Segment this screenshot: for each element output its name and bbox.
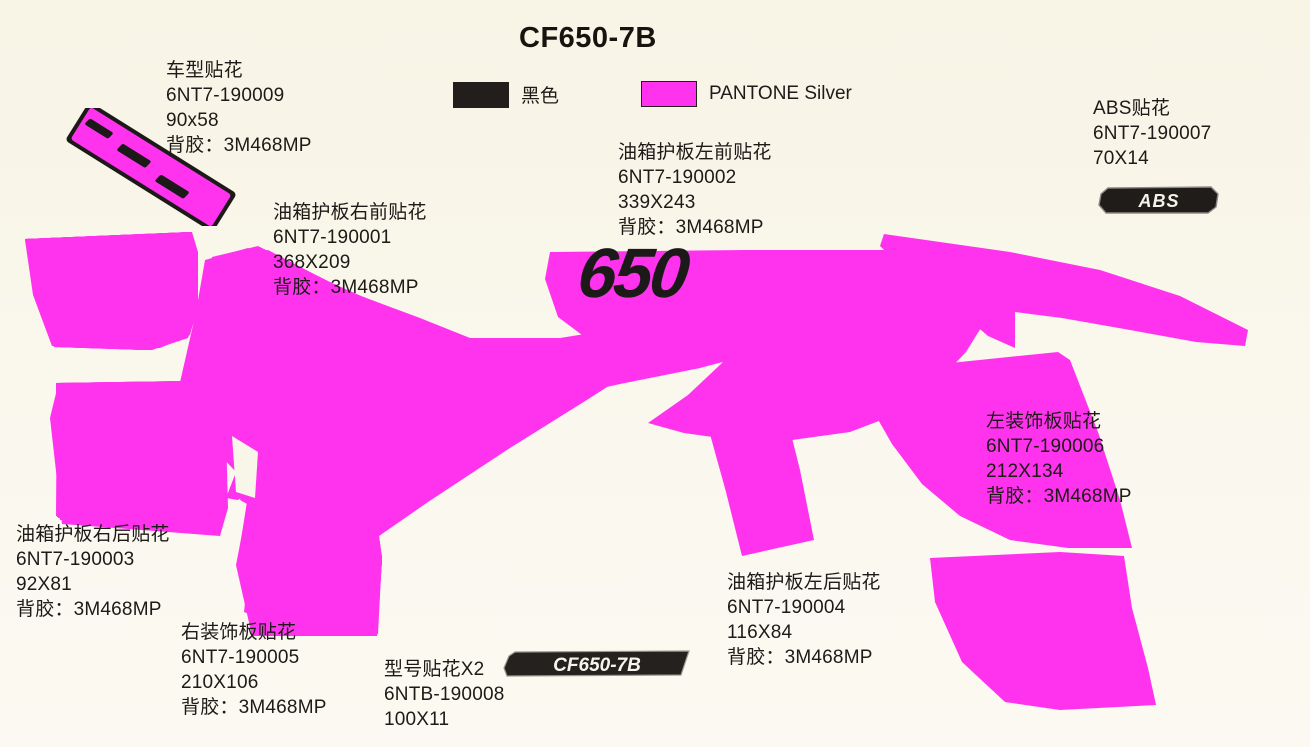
part-number: 6NT7-190001 <box>273 227 392 248</box>
shape-bottom-right-quad <box>930 552 1156 710</box>
logo-650-large: 650 <box>574 233 694 312</box>
legend-item-pantone-silver: PANTONE Silver <box>641 81 852 107</box>
part-number: 6NT7-190002 <box>618 167 737 188</box>
part-number: 6NT7-190007 <box>1093 123 1212 144</box>
part-size: 339X243 <box>618 192 696 213</box>
part-number: 6NTB-190008 <box>384 684 505 705</box>
part-name: 左装饰板贴花 <box>986 411 1102 432</box>
shape-mid-right-rect <box>708 414 814 556</box>
part-adhesive: 背胶：3M468MP <box>166 135 312 156</box>
model-badge-text: CF650-7B <box>553 655 641 676</box>
part-adhesive: 背胶：3M468MP <box>618 217 764 238</box>
part-number: 6NT7-190003 <box>16 549 135 570</box>
part-size: 90x58 <box>166 110 219 131</box>
part-name: 油箱护板右前贴花 <box>273 202 427 223</box>
part-name: 型号贴花X2 <box>384 659 485 680</box>
part-name: 车型贴花 <box>166 60 243 81</box>
decal-background-notches <box>232 436 258 498</box>
part-size: 212X134 <box>986 461 1064 482</box>
label-left-trim-panel: 左装饰板贴花 6NT7-190006 212X134 背胶：3M468MP <box>986 409 1132 509</box>
legend-label-black: 黑色 <box>521 86 560 107</box>
part-name: ABS贴花 <box>1093 98 1171 119</box>
label-tank-guard-right-rear: 油箱护板右后贴花 6NT7-190003 92X81 背胶：3M468MP <box>16 522 170 622</box>
page-title: CF650-7B <box>519 22 657 54</box>
part-size: 100X11 <box>384 709 450 730</box>
part-size: 92X81 <box>16 574 72 595</box>
part-adhesive: 背胶：3M468MP <box>986 486 1132 507</box>
shape-left-mid-parallelogram <box>56 382 223 528</box>
model-badge-plate <box>503 650 690 677</box>
part-size: 116X84 <box>727 622 793 643</box>
decal-650-small-badge <box>66 108 236 226</box>
pantone-silver-swatch <box>641 81 697 107</box>
part-number: 6NT7-190009 <box>166 85 285 106</box>
label-model-decal-x2: 型号贴花X2 6NTB-190008 100X11 <box>384 657 505 732</box>
notch-left-split <box>232 436 258 498</box>
part-name: 油箱护板左前贴花 <box>618 142 772 163</box>
label-tank-guard-left-rear: 油箱护板左后贴花 6NT7-190004 116X84 背胶：3M468MP <box>727 570 881 670</box>
part-adhesive: 背胶：3M468MP <box>727 647 873 668</box>
part-adhesive: 背胶：3M468MP <box>273 277 419 298</box>
model-badge: CF650-7B <box>503 650 690 677</box>
abs-badge-plate <box>1098 186 1219 214</box>
shape-right-center-panel <box>860 352 1132 548</box>
part-adhesive: 背胶：3M468MP <box>181 697 327 718</box>
black-swatch <box>453 81 509 108</box>
decal-visible-shapes <box>25 232 1248 710</box>
part-name: 油箱护板右后贴花 <box>16 524 170 545</box>
abs-badge: ABS <box>1098 186 1219 214</box>
shape-upper-right-wing <box>880 234 1248 348</box>
part-number: 6NT7-190006 <box>986 436 1105 457</box>
part-name: 右装饰板贴花 <box>181 622 297 643</box>
shape-upper-left-quad <box>25 232 198 350</box>
label-tank-guard-left-front: 油箱护板左前贴花 6NT7-190002 339X243 背胶：3M468MP <box>618 140 772 240</box>
label-vehicle-model-decal: 车型贴花 6NT7-190009 90x58 背胶：3M468MP <box>166 58 312 158</box>
label-abs-decal: ABS贴花 6NT7-190007 70X14 <box>1093 96 1211 171</box>
shape-lower-long-blade <box>244 322 670 618</box>
logo-650-large-text: 650 <box>574 233 694 312</box>
legend-item-black: 黑色 <box>453 81 559 108</box>
part-number: 6NT7-190005 <box>181 647 300 668</box>
abs-badge-text: ABS <box>1137 191 1179 211</box>
legend-label-pantone-silver: PANTONE Silver <box>709 83 852 104</box>
part-size: 368X209 <box>273 252 351 273</box>
label-right-trim-panel: 右装饰板贴花 6NT7-190005 210X106 背胶：3M468MP <box>181 620 327 720</box>
part-adhesive: 背胶：3M468MP <box>16 599 162 620</box>
part-size: 70X14 <box>1093 148 1149 169</box>
part-number: 6NT7-190004 <box>727 597 846 618</box>
part-name: 油箱护板左后贴花 <box>727 572 881 593</box>
part-size: 210X106 <box>181 672 259 693</box>
label-tank-guard-right-front: 油箱护板右前贴花 6NT7-190001 368X209 背胶：3M468MP <box>273 200 427 300</box>
